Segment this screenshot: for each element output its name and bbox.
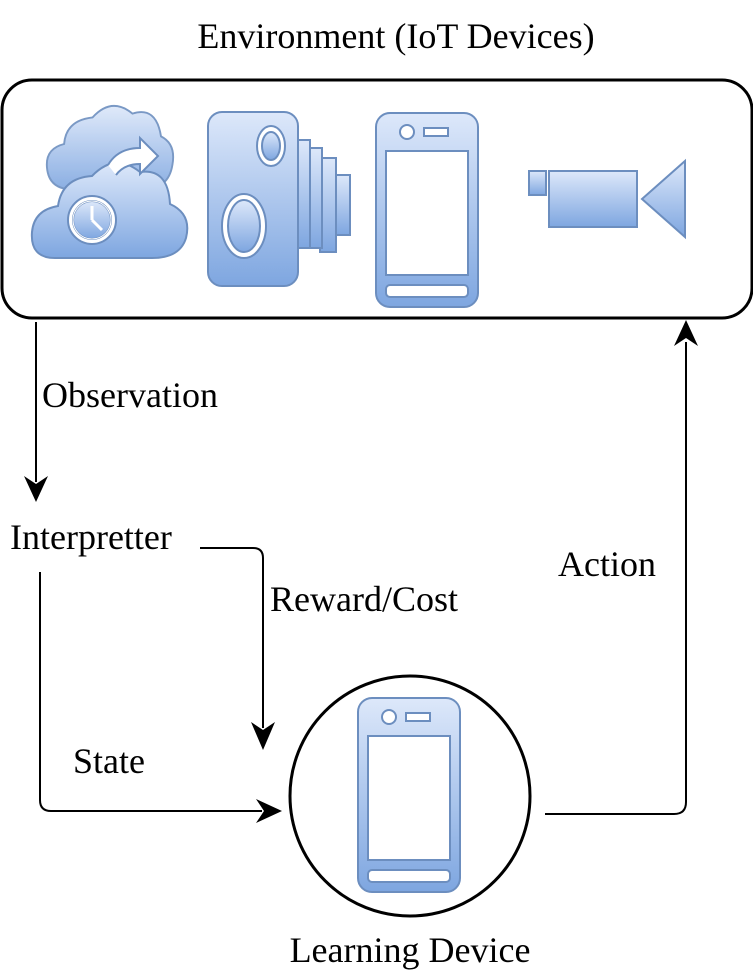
smartphone-icon	[375, 112, 479, 308]
observation-label: Observation	[42, 375, 218, 415]
camera-device-icon	[207, 111, 351, 287]
action-arrow	[545, 320, 698, 815]
environment-title: Environment (IoT Devices)	[197, 16, 594, 56]
cloud-clock-sync-icon	[30, 105, 189, 259]
smartphone-icon	[357, 697, 461, 893]
learning-device-label: Learning Device	[290, 930, 531, 970]
action-label: Action	[558, 544, 656, 584]
video-camera-icon	[528, 158, 686, 240]
observation-arrow	[24, 322, 48, 502]
reward-cost-arrow	[200, 547, 275, 750]
state-label: State	[73, 741, 145, 781]
state-arrow	[39, 572, 282, 823]
reward-cost-label: Reward/Cost	[270, 579, 458, 619]
interpreter-node: Interpretter	[10, 517, 172, 557]
